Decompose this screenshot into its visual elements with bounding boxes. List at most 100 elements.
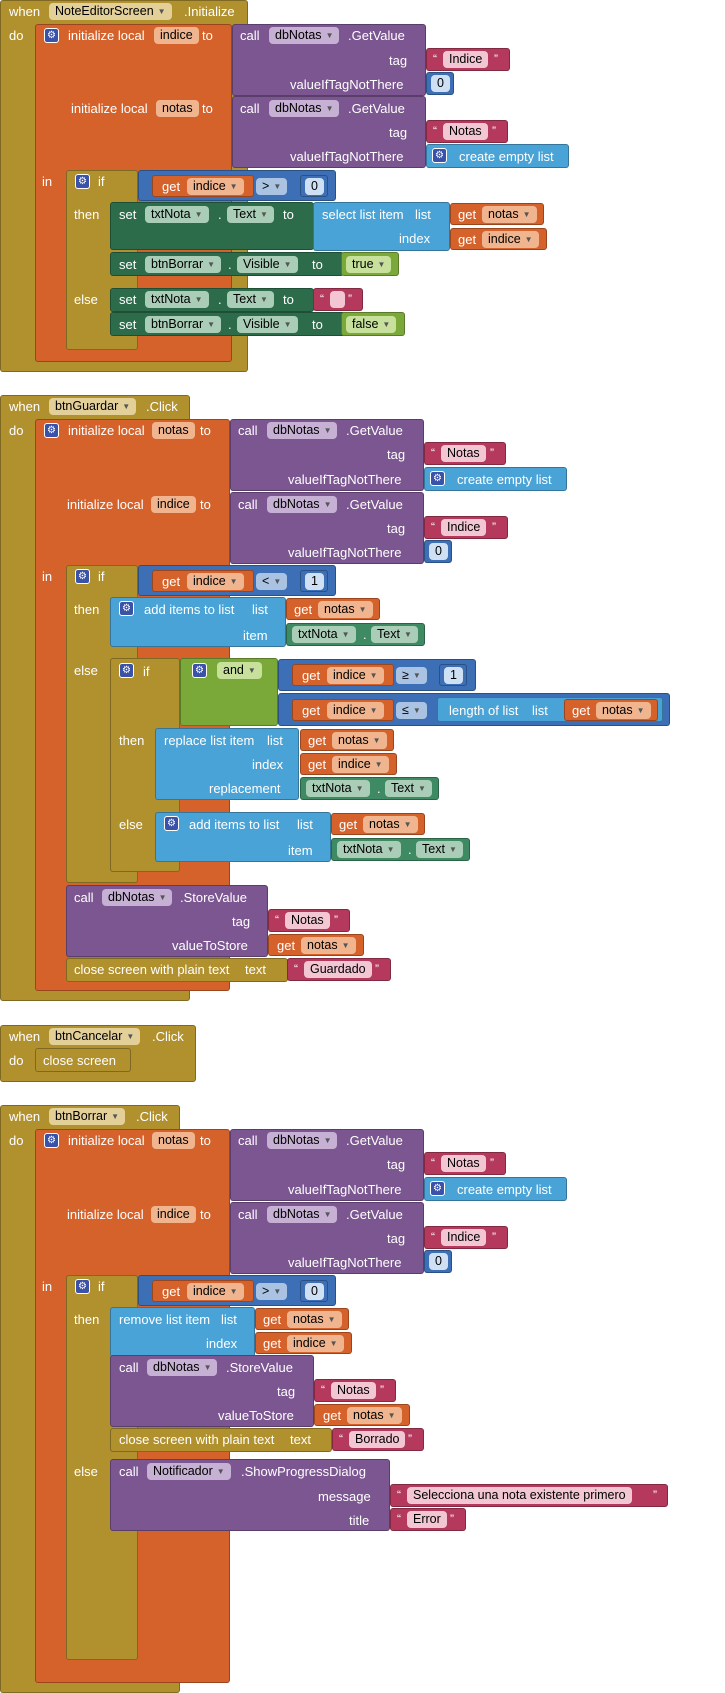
prop-dropdown[interactable]: Text▼ — [227, 206, 274, 223]
db-dropdown[interactable]: dbNotas▼ — [267, 422, 338, 439]
var-indice[interactable]: indice — [151, 1206, 196, 1223]
gear-icon[interactable]: ⚙ — [430, 471, 445, 486]
create-empty-list-block[interactable] — [426, 144, 569, 168]
comp-dropdown[interactable]: txtNota▼ — [145, 206, 209, 223]
text-value[interactable]: Indice — [441, 519, 487, 536]
prop-dropdown[interactable]: Text▼ — [371, 626, 418, 643]
and-dropdown[interactable]: and▼ — [217, 662, 262, 679]
db-dropdown[interactable]: dbNotas▼ — [269, 100, 340, 117]
var-dropdown[interactable]: notas▼ — [287, 1311, 342, 1328]
var-dropdown[interactable]: notas▼ — [347, 1407, 402, 1424]
text-value[interactable]: Notas — [443, 123, 488, 140]
comp-dropdown[interactable]: txtNota▼ — [145, 291, 209, 308]
comp-dropdown[interactable]: btnCancelar▼ — [49, 1028, 141, 1045]
gear-icon[interactable]: ⚙ — [119, 601, 134, 616]
prop-dropdown[interactable]: Text▼ — [385, 780, 432, 797]
var-dropdown[interactable]: notas▼ — [332, 732, 387, 749]
comp-dropdown[interactable]: btnBorrar▼ — [145, 256, 222, 273]
gear-icon[interactable]: ⚙ — [75, 174, 90, 189]
comp-dropdown[interactable]: btnBorrar▼ — [49, 1108, 126, 1125]
add-items-to-list[interactable] — [110, 597, 286, 647]
gear-icon[interactable]: ⚙ — [119, 663, 134, 678]
number-value[interactable]: 1 — [444, 667, 463, 684]
close-screen-plain-text[interactable] — [110, 1428, 332, 1452]
comp-dropdown[interactable]: btnBorrar▼ — [145, 316, 222, 333]
create-empty-list-block[interactable] — [424, 467, 567, 491]
var-notas[interactable]: notas — [152, 1132, 195, 1149]
prop-dropdown[interactable]: Visible▼ — [237, 256, 298, 273]
db-dropdown[interactable]: dbNotas▼ — [267, 496, 338, 513]
var-dropdown[interactable]: notas▼ — [318, 601, 373, 618]
screen-dropdown[interactable]: NoteEditorScreen▼ — [49, 3, 172, 20]
var-dropdown[interactable]: indice▼ — [287, 1335, 344, 1352]
number-value[interactable]: 0 — [305, 1283, 324, 1300]
remove-list-item[interactable] — [110, 1307, 255, 1357]
db-dropdown[interactable]: dbNotas▼ — [102, 889, 173, 906]
comp-dropdown[interactable]: Notificador▼ — [147, 1463, 231, 1480]
prop-dropdown[interactable]: Text▼ — [227, 291, 274, 308]
gear-icon[interactable]: ⚙ — [432, 148, 447, 163]
var-notas[interactable]: notas — [156, 100, 199, 117]
close-screen-plain-text[interactable] — [66, 958, 288, 982]
comp-dropdown[interactable]: txtNota▼ — [337, 841, 401, 858]
var-dropdown[interactable]: indice▼ — [327, 702, 384, 719]
var-dropdown[interactable]: indice▼ — [327, 667, 384, 684]
prop-dropdown[interactable]: Visible▼ — [237, 316, 298, 333]
var-dropdown[interactable]: notas▼ — [482, 206, 537, 223]
var-dropdown[interactable]: notas▼ — [596, 702, 651, 719]
var-notas[interactable]: notas — [152, 422, 195, 439]
op-dropdown[interactable]: ≤▼ — [396, 702, 427, 719]
text-value[interactable]: Borrado — [349, 1431, 406, 1448]
gear-icon[interactable]: ⚙ — [164, 816, 179, 831]
bool-dropdown[interactable]: false▼ — [346, 316, 397, 333]
db-dropdown[interactable]: dbNotas▼ — [269, 27, 340, 44]
create-empty-list-block[interactable] — [424, 1177, 567, 1201]
var-dropdown[interactable]: notas▼ — [301, 937, 356, 954]
db-dropdown[interactable]: dbNotas▼ — [267, 1206, 338, 1223]
gear-icon[interactable]: ⚙ — [44, 28, 59, 43]
var-dropdown[interactable]: indice▼ — [187, 573, 244, 590]
gear-icon[interactable]: ⚙ — [44, 1133, 59, 1148]
replace-list-item[interactable] — [155, 728, 299, 800]
select-list-item[interactable] — [313, 202, 450, 251]
text-value[interactable]: Guardado — [304, 961, 372, 978]
op-dropdown[interactable]: <▼ — [256, 573, 288, 590]
var-dropdown[interactable]: indice▼ — [332, 756, 389, 773]
op-dropdown[interactable]: >▼ — [256, 178, 288, 195]
number-value[interactable]: 1 — [305, 573, 324, 590]
add-items-to-list[interactable] — [155, 812, 331, 862]
close-screen-button[interactable] — [35, 1048, 131, 1072]
text-value[interactable]: Notas — [441, 445, 486, 462]
text-value[interactable]: Indice — [441, 1229, 487, 1246]
db-dropdown[interactable]: dbNotas▼ — [147, 1359, 218, 1376]
db-dropdown[interactable]: dbNotas▼ — [267, 1132, 338, 1149]
var-indice[interactable]: indice — [154, 27, 199, 44]
call-db-getvalue[interactable] — [230, 1129, 424, 1201]
text-value[interactable]: Error — [407, 1511, 447, 1528]
var-dropdown[interactable]: indice▼ — [482, 231, 539, 248]
text-value[interactable]: Notas — [331, 1382, 376, 1399]
text-value[interactable]: Notas — [441, 1155, 486, 1172]
bool-dropdown[interactable]: true▼ — [346, 256, 392, 273]
text-value[interactable]: Selecciona una nota existente primero — [407, 1487, 632, 1504]
text-value[interactable]: Indice — [443, 51, 489, 68]
var-dropdown[interactable]: notas▼ — [363, 816, 418, 833]
op-dropdown[interactable]: >▼ — [256, 1283, 288, 1300]
number-value[interactable]: 0 — [431, 75, 450, 92]
gear-icon[interactable]: ⚙ — [75, 569, 90, 584]
gear-icon[interactable]: ⚙ — [75, 1279, 90, 1294]
var-dropdown[interactable]: indice▼ — [187, 178, 244, 195]
gear-icon[interactable]: ⚙ — [44, 423, 59, 438]
text-value[interactable]: Notas — [285, 912, 330, 929]
number-value[interactable]: 0 — [429, 543, 448, 560]
set-txtnota-text[interactable] — [110, 202, 314, 250]
text-value[interactable] — [330, 291, 345, 308]
gear-icon[interactable]: ⚙ — [430, 1181, 445, 1196]
number-value[interactable]: 0 — [429, 1253, 448, 1270]
var-dropdown[interactable]: indice▼ — [187, 1283, 244, 1300]
set-txtnota-text[interactable] — [110, 288, 314, 312]
prop-dropdown[interactable]: Text▼ — [416, 841, 463, 858]
op-dropdown[interactable]: ≥▼ — [396, 667, 427, 684]
var-indice[interactable]: indice — [151, 496, 196, 513]
comp-dropdown[interactable]: btnGuardar▼ — [49, 398, 137, 415]
